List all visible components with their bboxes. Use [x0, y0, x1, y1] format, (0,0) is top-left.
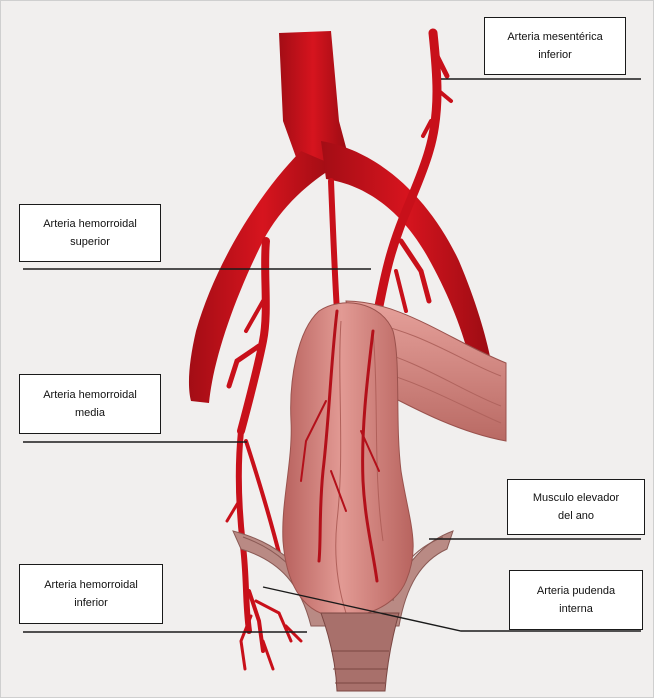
label-line-1: Arteria pudenda [514, 582, 638, 600]
anal-canal [321, 613, 399, 691]
label-line-1: Musculo elevador [512, 489, 640, 507]
label-line-2: del ano [512, 507, 640, 525]
label-arteria-hemorroidal-superior: Arteria hemorroidal superior [19, 204, 161, 262]
label-line-2: media [24, 404, 156, 422]
label-line-1: Arteria mesentérica [489, 28, 621, 46]
label-arteria-mesenterica-inferior: Arteria mesentérica inferior [484, 17, 626, 75]
label-line-2: inferior [489, 46, 621, 64]
label-line-2: superior [24, 233, 156, 251]
label-musculo-elevador-del-ano: Musculo elevador del ano [507, 479, 645, 535]
label-line-1: Arteria hemorroidal [24, 215, 156, 233]
label-line-1: Arteria hemorroidal [24, 576, 158, 594]
rectum [283, 303, 413, 617]
label-line-2: inferior [24, 594, 158, 612]
label-line-2: interna [514, 600, 638, 618]
label-line-1: Arteria hemorroidal [24, 386, 156, 404]
label-arteria-hemorroidal-inferior: Arteria hemorroidal inferior [19, 564, 163, 624]
label-arteria-hemorroidal-media: Arteria hemorroidal media [19, 374, 161, 434]
label-arteria-pudenda-interna: Arteria pudenda interna [509, 570, 643, 630]
